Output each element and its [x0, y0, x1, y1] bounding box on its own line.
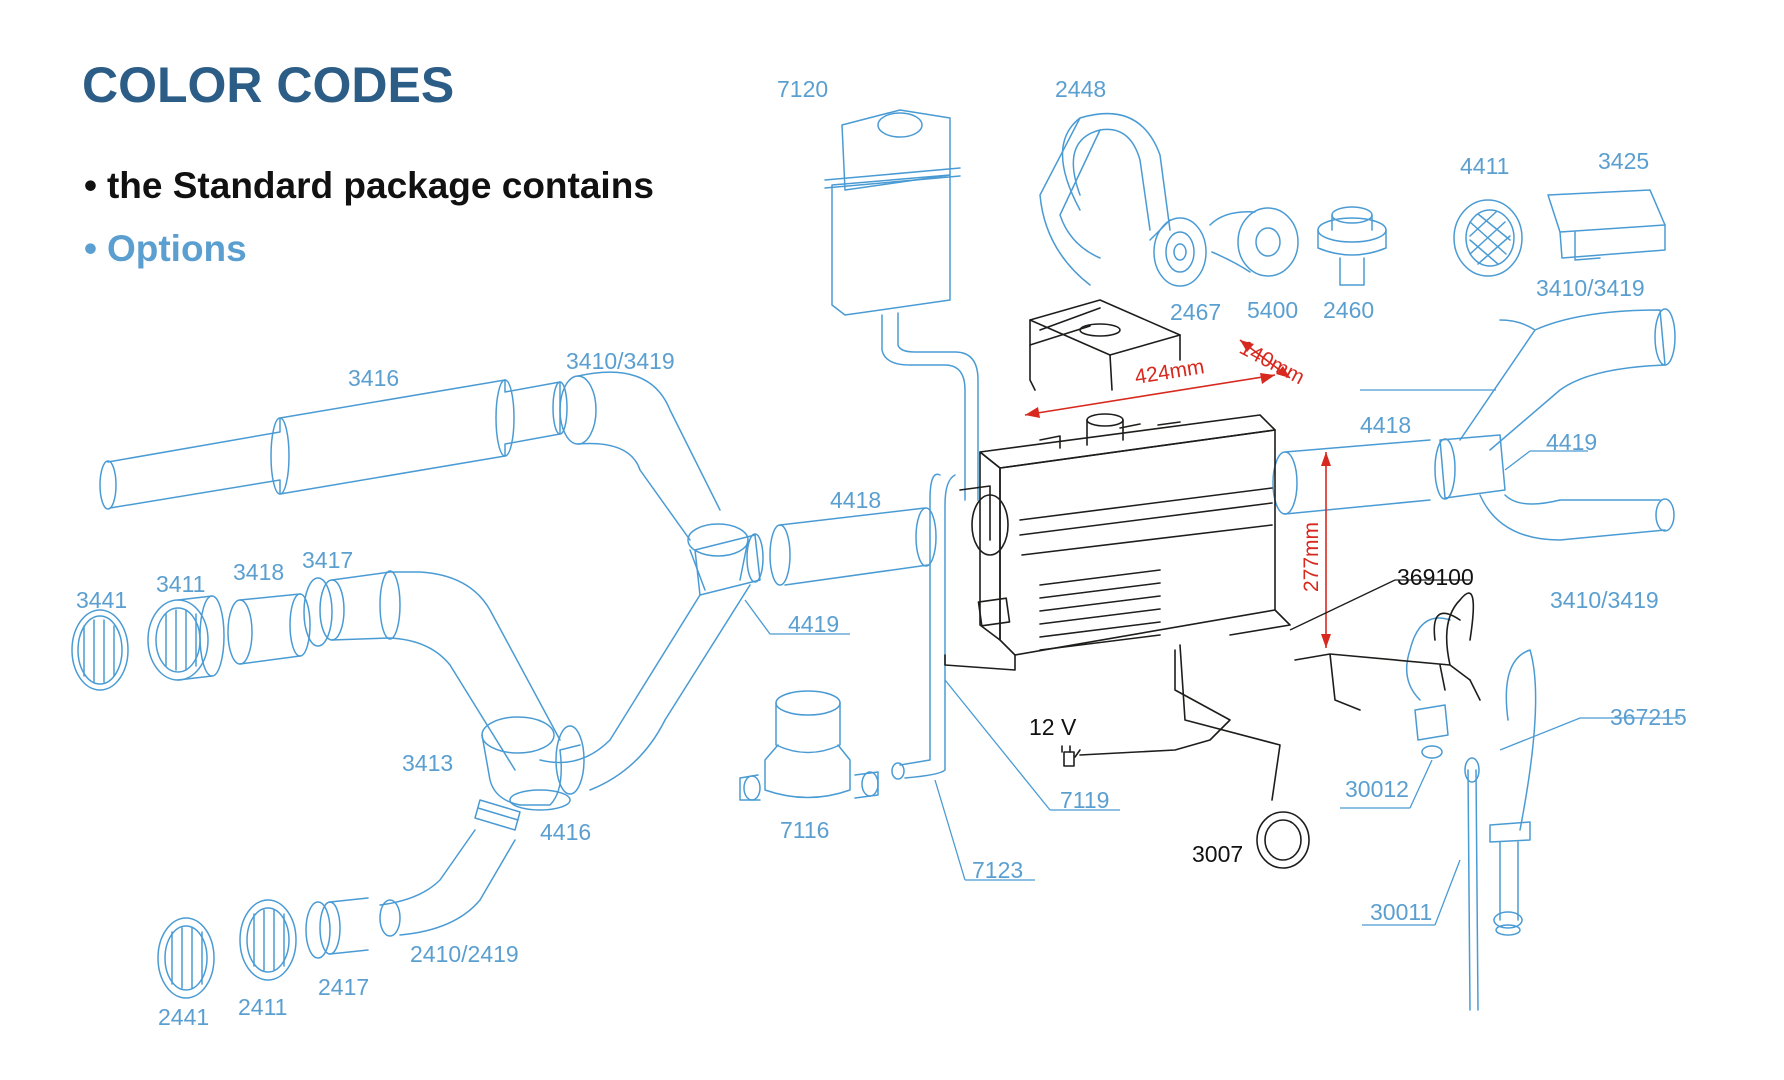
part-label-3418: 3418	[233, 559, 284, 585]
part-label-7119: 7119	[1060, 787, 1109, 813]
part-label-3413: 3413	[402, 750, 453, 776]
part-label-12v: 12 V	[1029, 714, 1077, 740]
part-label-4416: 4416	[540, 819, 591, 845]
part-label-2460: 2460	[1323, 297, 1374, 323]
leader-line	[1362, 859, 1461, 926]
dimension-width-line	[1024, 374, 1276, 416]
t-piece-left-drawing	[694, 533, 764, 596]
leader-lines	[744, 389, 1680, 926]
dimension-width-label: 424mm	[1133, 355, 1206, 389]
bullet-icon: •	[84, 228, 97, 269]
water-sensor-parts-drawing	[1405, 617, 1537, 1011]
flange-5400-drawing	[1209, 207, 1299, 277]
part-label-4419-left: 4419	[788, 611, 839, 637]
part-label-3410-3419-upper-left: 3410/3419	[566, 348, 675, 374]
diagonal-duct-lower-drawing	[539, 584, 751, 795]
connector-3418-drawing	[227, 593, 311, 665]
leader-line	[1340, 759, 1433, 809]
part-label-7120: 7120	[777, 76, 828, 102]
part-label-3425: 3425	[1598, 148, 1649, 174]
dimension-height-label: 277mm	[1300, 522, 1323, 592]
grill-4411-drawing	[1453, 199, 1523, 277]
part-label-369100: 369100	[1397, 564, 1474, 590]
leader-line	[944, 679, 1120, 811]
arrowhead-icon	[1240, 340, 1254, 352]
arrowhead-icon	[1321, 452, 1331, 466]
bullet-icon: •	[84, 165, 97, 206]
legend-options-item: •Options	[84, 228, 247, 270]
legend-standard-label: the Standard package contains	[106, 165, 654, 206]
grill-2441-drawing	[157, 917, 215, 999]
heater-unit-drawing	[944, 413, 1291, 671]
coolant-pipes-drawing	[891, 473, 956, 780]
mounting-bracket-drawing	[1029, 299, 1181, 391]
part-labels: 7120 2448 4411 3425 2467 5400 2460 3410/…	[76, 76, 1687, 1030]
part-label-3410-3419-lower-right: 3410/3419	[1550, 587, 1659, 613]
part-label-3416: 3416	[348, 365, 399, 391]
part-label-4419-right: 4419	[1546, 429, 1597, 455]
part-label-2467: 2467	[1170, 299, 1221, 325]
connector-2417-drawing	[305, 897, 369, 959]
part-label-2417: 2417	[318, 974, 369, 1000]
control-panel-3007-drawing	[1179, 644, 1310, 869]
exhaust-pipe-2448-drawing	[1039, 112, 1171, 286]
part-label-4418-right: 4418	[1360, 412, 1411, 438]
legend-title: COLOR CODES	[82, 57, 455, 113]
duct-4418-left-drawing	[769, 507, 937, 586]
part-label-5400: 5400	[1247, 297, 1298, 323]
standard-parts-drawings	[944, 299, 1481, 869]
arrowhead-icon	[1025, 407, 1040, 418]
hood-3425-drawing	[1547, 189, 1666, 261]
part-label-2411: 2411	[238, 994, 287, 1020]
exhaust-terminal-2467-drawing	[1149, 217, 1207, 287]
leader-line	[934, 779, 1035, 881]
part-label-2448: 2448	[1055, 76, 1106, 102]
arrowhead-icon	[1260, 373, 1275, 384]
grill-2411-drawing	[239, 899, 297, 981]
part-label-4418-left: 4418	[830, 487, 881, 513]
dimension-depth-label: 140mm	[1236, 336, 1309, 389]
leader-line	[1289, 579, 1470, 631]
grill-3411-drawing	[147, 595, 225, 681]
muffler-duct-drawing	[99, 379, 568, 510]
y-piece-3413-drawing	[481, 716, 581, 811]
dimension-lines: 424mm 140mm 277mm	[1024, 336, 1331, 648]
legend-standard-item: •the Standard package contains	[84, 165, 654, 207]
connector-3417-drawing	[303, 570, 561, 771]
leader-line	[1499, 717, 1680, 751]
right-duct-system-drawing	[1272, 308, 1676, 541]
part-label-2441: 2441	[158, 1004, 209, 1030]
cable-harness-369100-drawing	[1074, 592, 1481, 758]
part-label-30011: 30011	[1370, 899, 1432, 925]
part-label-3417: 3417	[302, 547, 353, 573]
circulation-pump-drawing	[739, 690, 879, 801]
elbow-duct-upper-left-drawing	[559, 371, 749, 591]
part-label-3410-3419-upper-right: 3410/3419	[1536, 275, 1645, 301]
leader-line	[1504, 450, 1588, 471]
roof-cap-2460-drawing	[1317, 206, 1387, 286]
part-label-3411: 3411	[156, 571, 205, 597]
power-plug-drawing	[1061, 745, 1075, 767]
part-label-4411: 4411	[1460, 153, 1509, 179]
leader-line	[744, 599, 850, 635]
arrowhead-icon	[1276, 366, 1290, 378]
part-label-2410-2419: 2410/2419	[410, 941, 519, 967]
part-label-30012: 30012	[1345, 776, 1409, 802]
part-label-3007: 3007	[1192, 841, 1243, 867]
part-label-7116: 7116	[780, 817, 829, 843]
part-label-367215: 367215	[1610, 704, 1687, 730]
expansion-tank-drawing	[824, 109, 979, 501]
arrowhead-icon	[1321, 634, 1331, 648]
legend-options-label: Options	[106, 228, 247, 269]
grill-3441-drawing	[71, 609, 129, 691]
part-label-3441: 3441	[76, 587, 127, 613]
part-label-7123: 7123	[972, 857, 1023, 883]
connector-4416-drawing	[474, 799, 521, 831]
elbow-duct-lower-drawing	[379, 829, 516, 937]
option-parts-drawings	[71, 109, 1676, 1011]
